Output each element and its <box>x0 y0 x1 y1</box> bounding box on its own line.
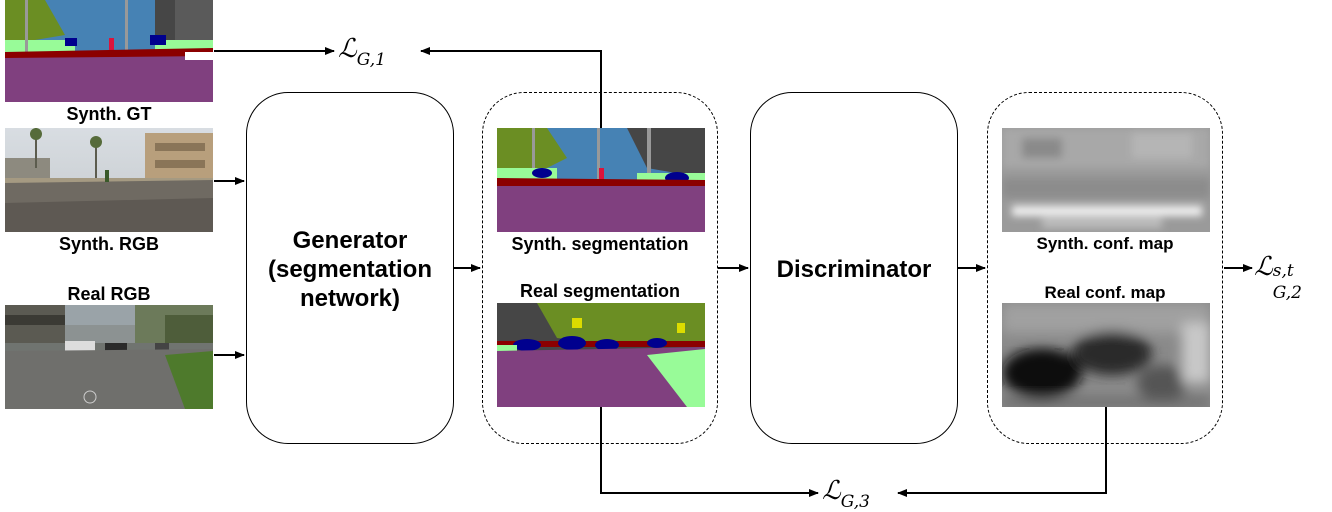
synth-gt-image <box>5 0 213 102</box>
generator-label-line3: network) <box>299 285 400 312</box>
loss-g3-subscript: G,3 <box>840 492 870 512</box>
loss-g2-symbol: ℒ <box>1254 252 1273 282</box>
discriminator-label: Discriminator <box>776 256 932 283</box>
generator-label-line2: (segmentation <box>267 256 432 283</box>
synth-segmentation-image <box>497 128 705 232</box>
loss-g1-symbol: ℒ <box>338 34 357 64</box>
loss-g2-superscript: s,t <box>1272 261 1294 281</box>
generator-box <box>246 92 454 444</box>
loss-g1: ℒG,1 <box>338 34 386 70</box>
loss-g2-subscript: G,2 <box>1272 283 1302 303</box>
real-segmentation-image <box>497 303 705 407</box>
real-confidence-caption: Real conf. map <box>1044 283 1166 302</box>
discriminator-box <box>750 92 958 444</box>
synth-gt-caption: Synth. GT <box>66 104 152 124</box>
real-segmentation-caption: Real segmentation <box>519 281 681 301</box>
generator-label-line1: Generator <box>292 227 408 254</box>
loss-g3: ℒG,3 <box>822 476 870 512</box>
synth-confidence-caption: Synth. conf. map <box>1036 234 1174 253</box>
real-confidence-map <box>1002 303 1210 407</box>
loss-g3-symbol: ℒ <box>822 476 841 506</box>
synth-segmentation-caption: Synth. segmentation <box>511 234 689 254</box>
generator-label: Generator (segmentation network) <box>246 226 454 313</box>
real-rgb-caption: Real RGB <box>67 284 151 304</box>
synth-confidence-map <box>1002 128 1210 232</box>
real-rgb-image <box>5 305 213 409</box>
synth-rgb-image <box>5 128 213 232</box>
synth-rgb-caption: Synth. RGB <box>58 234 159 254</box>
loss-g1-subscript: G,1 <box>356 50 386 70</box>
